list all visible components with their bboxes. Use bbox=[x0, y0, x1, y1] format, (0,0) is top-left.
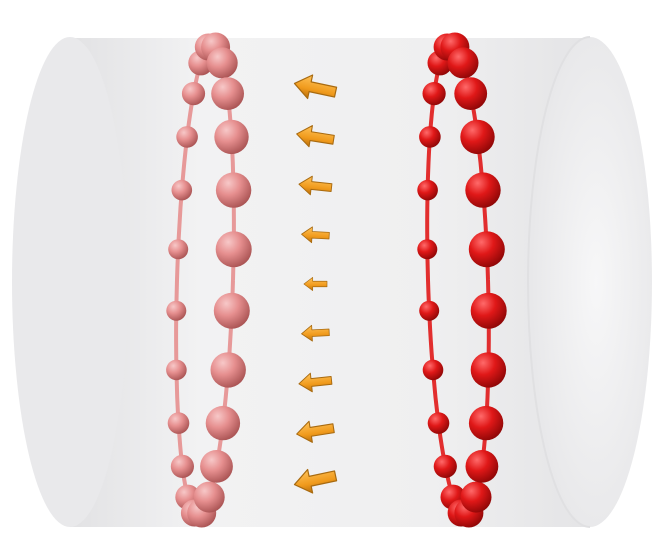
right-ring-bead bbox=[422, 82, 446, 106]
left-ring-bead bbox=[168, 239, 189, 260]
arrow-left-icon bbox=[293, 74, 338, 100]
right-ring-bead bbox=[465, 450, 499, 483]
left-ring-bead bbox=[167, 412, 190, 434]
left-ring-bead bbox=[166, 300, 187, 321]
left-ring bbox=[166, 32, 252, 528]
cylinder-right-cap bbox=[528, 37, 652, 527]
right-ring-bead bbox=[419, 126, 441, 148]
right-ring-bead bbox=[468, 405, 504, 441]
right-ring-bead bbox=[422, 359, 444, 381]
arrow-left-icon bbox=[298, 372, 333, 393]
left-ring-bead bbox=[176, 126, 198, 148]
left-ring-bead bbox=[211, 77, 245, 110]
arrow-left-icon bbox=[293, 468, 338, 494]
left-ring-bead bbox=[181, 82, 206, 106]
arrow-left-icon bbox=[301, 226, 330, 244]
right-ring-bead bbox=[454, 77, 488, 110]
right-ring-bead bbox=[470, 352, 507, 388]
left-ring-bead bbox=[171, 179, 193, 201]
left-ring-bead bbox=[166, 359, 187, 381]
left-ring-bead bbox=[170, 454, 194, 478]
cylinder-body bbox=[70, 38, 590, 527]
left-ring-bead bbox=[200, 450, 233, 483]
rings-layer bbox=[166, 32, 507, 528]
arrow-left-icon bbox=[296, 125, 335, 148]
arrow-left-icon bbox=[301, 324, 330, 342]
left-ring-bead bbox=[215, 172, 252, 208]
arrows-layer bbox=[293, 74, 338, 494]
left-ring-bead bbox=[210, 352, 246, 388]
right-ring-bead bbox=[460, 119, 495, 155]
arrow-left-icon bbox=[296, 420, 335, 443]
right-ring-bead bbox=[468, 231, 505, 268]
right-ring-bead bbox=[427, 412, 450, 434]
right-ring-bead bbox=[465, 172, 501, 208]
cylinder bbox=[12, 36, 652, 528]
right-ring-bead bbox=[470, 292, 507, 329]
left-ring-bead bbox=[205, 405, 241, 441]
cylinder-right-cap-shade bbox=[527, 36, 591, 528]
right-ring-bead bbox=[417, 179, 438, 201]
right-ring-bead bbox=[433, 454, 457, 478]
arrow-left-icon bbox=[298, 175, 333, 196]
left-ring-bead bbox=[206, 47, 238, 79]
right-ring bbox=[417, 32, 507, 528]
right-ring-bead bbox=[460, 481, 492, 513]
cylinder-left-cap bbox=[12, 37, 128, 527]
left-ring-bead bbox=[214, 119, 249, 155]
right-ring-bead bbox=[447, 47, 479, 79]
left-ring-bead bbox=[193, 481, 225, 513]
left-ring-bead bbox=[213, 292, 250, 329]
arrow-left-icon bbox=[303, 277, 328, 291]
right-ring-bead bbox=[419, 300, 440, 321]
right-ring-bead bbox=[417, 239, 438, 260]
left-ring-bead bbox=[215, 231, 252, 268]
